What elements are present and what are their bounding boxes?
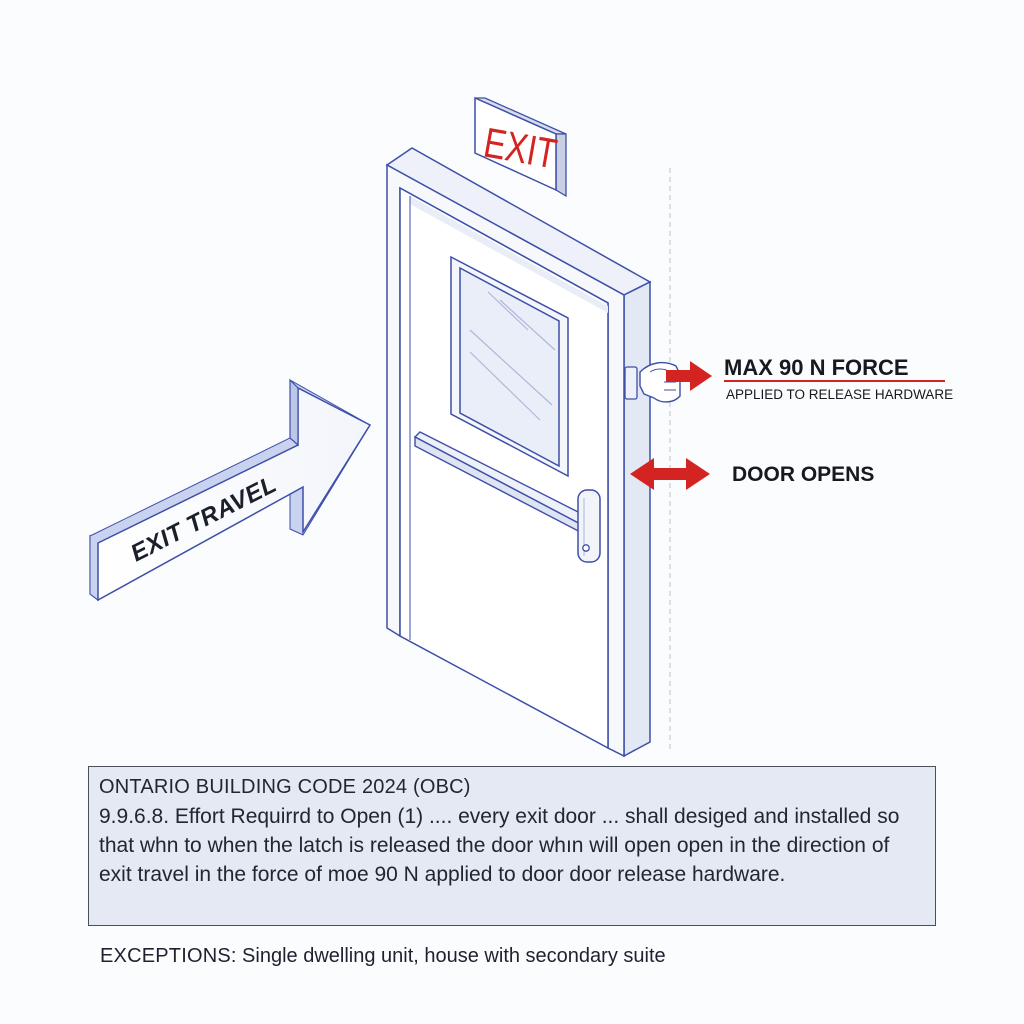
code-excerpt-box: ONTARIO BUILDING CODE 2024 (OBC) 9.9.6.8… [88,766,936,926]
exceptions-text: Single dwelling unit, house with seconda… [242,945,666,967]
max-force-sublabel: APPLIED TO RELEASE HARDWARE [726,387,953,402]
code-heading: ONTARIO BUILDING CODE 2024 (OBC) [99,776,471,798]
exceptions-note: EXCEPTIONS: Single dwelling unit, house … [100,945,666,967]
door-frame [385,147,652,758]
exit-sign: EXIT [474,96,567,198]
force-arrow [666,361,712,391]
door-window [450,255,569,478]
exit-travel-arrow: EXIT TRAVEL [89,378,372,602]
exceptions-label: EXCEPTIONS [100,945,231,967]
door-opens-arrow [630,458,710,490]
hand-icon [624,361,681,403]
push-bar-hardware [413,431,601,563]
code-body-text: 9.9.6.8. Effort Requirrd to Open (1) ...… [99,805,900,886]
door-opens-label: DOOR OPENS [732,463,874,486]
max-force-label: MAX 90 N FORCE [724,355,909,380]
